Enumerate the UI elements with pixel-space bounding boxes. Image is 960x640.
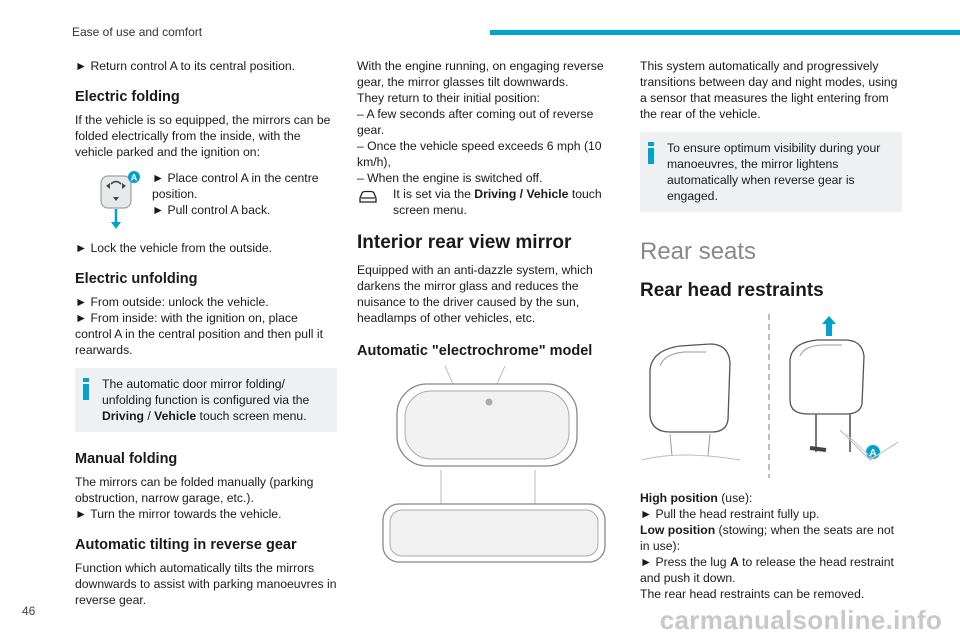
auto-tilting-text: Function which automatically tilts the m… (75, 561, 337, 607)
head-restraints-illustration: A (640, 310, 902, 484)
car-note: It is set via the Driving / Vehicle touc… (357, 186, 607, 218)
lug-label-a: A (869, 448, 876, 459)
column-3: This system automatically and progressiv… (640, 58, 902, 602)
unfolding-inside: ► From inside: with the ignition on, pla… (75, 311, 323, 357)
watermark: carmanualsonline.info (659, 605, 942, 635)
page-number: 46 (22, 604, 36, 618)
system-text: This system automatically and progressiv… (640, 59, 898, 121)
rear-view-mirror-illustration (357, 365, 607, 570)
column-1: ► Return control A to its central positi… (75, 58, 337, 608)
info-icon (83, 378, 89, 400)
high-position-label: High position (640, 491, 718, 505)
reverse-text: With the engine running, on engaging rev… (357, 59, 604, 89)
note-separator: / (143, 409, 155, 423)
electric-folding-intro: If the vehicle is so equipped, the mirro… (75, 113, 331, 159)
electric-unfolding-heading: Electric unfolding (75, 271, 198, 287)
return-item-1: – A few seconds after coming out of reve… (357, 107, 594, 137)
column-2: With the engine running, on engaging rev… (357, 58, 607, 570)
unfolding-outside: ► From outside: unlock the vehicle. (75, 295, 269, 309)
control-label-a: A (131, 173, 138, 183)
low-step-text: ► Press the lug (640, 555, 730, 569)
removable-text: The rear head restraints can be removed. (640, 587, 865, 601)
note-text: The automatic door mirror folding/ unfol… (102, 377, 310, 407)
car-note-menu: Driving / Vehicle (474, 187, 569, 201)
folding-step-centre: ► Place control A in the centre position… (152, 171, 319, 201)
note-text-end: touch screen menu. (196, 409, 307, 423)
return-text: They return to their initial position: (357, 91, 540, 105)
note-vehicle: Vehicle (154, 409, 197, 423)
folding-step-pull: ► Pull control A back. (152, 203, 271, 217)
high-position-use: (use): (717, 491, 753, 505)
info-note-folding: The automatic door mirror folding/ unfol… (75, 368, 337, 432)
section-title: Ease of use and comfort (72, 25, 203, 39)
low-position-label: Low position (640, 523, 716, 537)
folding-control-block: A ► Place control A in the centre positi… (75, 170, 337, 232)
rear-head-restraints-heading: Rear head restraints (640, 280, 824, 301)
rear-seats-heading: Rear seats (640, 238, 757, 265)
mirror-control-icon: A (87, 170, 147, 232)
manual-folding-text: The mirrors can be folded manually (park… (75, 475, 314, 505)
car-icon (357, 186, 393, 218)
header-accent-bar (490, 30, 960, 35)
visibility-note-text: To ensure optimum visibility during your… (667, 141, 881, 203)
manual-folding-heading: Manual folding (75, 451, 178, 467)
manual-folding-step: ► Turn the mirror towards the vehicle. (75, 507, 282, 521)
folding-step-lock: ► Lock the vehicle from the outside. (75, 241, 273, 255)
return-item-3: – When the engine is switched off. (357, 171, 543, 185)
return-item-2: – Once the vehicle speed exceeds 6 mph (… (357, 139, 602, 169)
interior-mirror-heading: Interior rear view mirror (357, 232, 572, 253)
auto-tilting-heading: Automatic tilting in reverse gear (75, 537, 297, 553)
low-step-lug: A (729, 555, 739, 569)
info-note-visibility: To ensure optimum visibility during your… (640, 132, 902, 212)
info-icon (648, 142, 654, 164)
return-control-step: ► Return control A to its central positi… (75, 59, 296, 73)
car-note-text: It is set via the (393, 187, 475, 201)
note-driving: Driving (102, 409, 144, 423)
interior-mirror-text: Equipped with an anti-dazzle system, whi… (357, 263, 593, 325)
electrochrome-heading: Automatic "electrochrome" model (357, 343, 593, 359)
electric-folding-heading: Electric folding (75, 89, 180, 105)
high-position-step: ► Pull the head restraint fully up. (640, 507, 820, 521)
low-step-text-end: to release the head restraint and push i… (640, 555, 894, 585)
low-position-use: (stowing; when the seats are not in use)… (640, 523, 895, 553)
car-note-text-end: touch screen menu. (393, 187, 602, 217)
